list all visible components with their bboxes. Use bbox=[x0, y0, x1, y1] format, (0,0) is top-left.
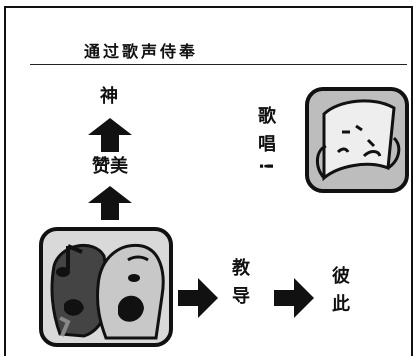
title-divider bbox=[30, 64, 407, 65]
label-sing: 歌唱! bbox=[255, 106, 276, 181]
label-teach: 教导 bbox=[229, 258, 250, 314]
label-one-another: 彼此 bbox=[329, 266, 350, 322]
label-praise: 赞美 bbox=[92, 156, 128, 177]
arrow-up-icon-top bbox=[88, 118, 132, 152]
arrow-up-icon-bottom bbox=[88, 186, 132, 220]
music-sheet-icon bbox=[305, 87, 409, 193]
arrow-right-icon-first bbox=[178, 278, 218, 318]
diagram-frame bbox=[4, 6, 413, 356]
arrow-right-icon-second bbox=[274, 278, 314, 318]
label-god: 神 bbox=[100, 86, 118, 107]
singing-faces-icon bbox=[39, 227, 173, 347]
diagram-title: 通过歌声侍奉 bbox=[84, 42, 199, 61]
